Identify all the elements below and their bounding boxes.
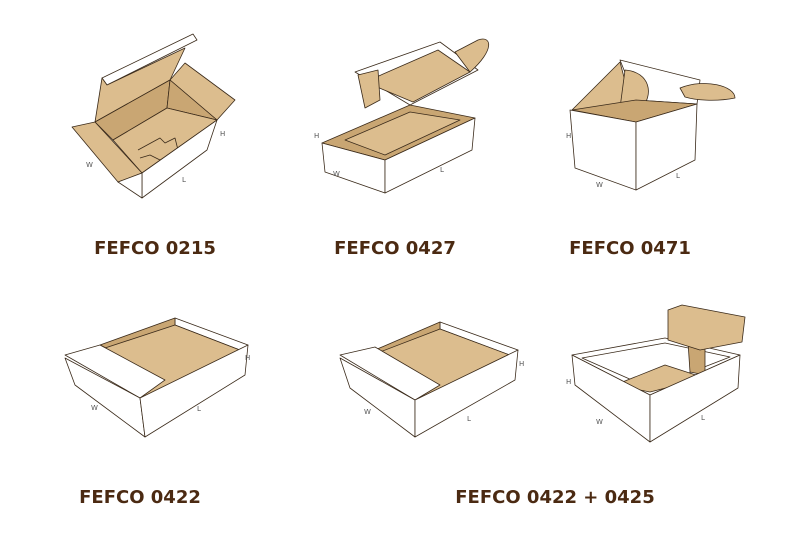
width-marker: W bbox=[333, 170, 340, 178]
width-marker: W bbox=[596, 418, 603, 426]
box-illustration-0425 bbox=[571, 304, 746, 443]
length-marker: L bbox=[197, 405, 201, 413]
box-illustration-0215 bbox=[71, 33, 236, 199]
box-label-0471: FEFCO 0471 bbox=[569, 238, 691, 259]
length-marker: L bbox=[701, 414, 705, 422]
length-marker: L bbox=[182, 176, 186, 184]
height-marker: H bbox=[314, 132, 320, 140]
box-label-0427: FEFCO 0427 bbox=[334, 238, 456, 259]
box-illustration-0422-b bbox=[339, 321, 519, 438]
box-illustration-0471 bbox=[569, 59, 736, 191]
height-marker: H bbox=[220, 130, 226, 138]
height-marker: H bbox=[566, 132, 572, 140]
width-marker: W bbox=[364, 408, 371, 416]
height-marker: H bbox=[566, 378, 572, 386]
width-marker: W bbox=[91, 404, 98, 412]
width-marker: W bbox=[596, 181, 603, 189]
box-label-0422: FEFCO 0422 bbox=[79, 487, 201, 508]
box-illustration-0422 bbox=[64, 317, 249, 438]
length-marker: L bbox=[440, 166, 444, 174]
width-marker: W bbox=[86, 161, 93, 169]
box-illustration-0427 bbox=[321, 38, 490, 194]
height-marker: H bbox=[245, 354, 251, 362]
box-label-0215: FEFCO 0215 bbox=[94, 238, 216, 259]
box-label-0422-0425: FEFCO 0422 + 0425 bbox=[455, 487, 655, 508]
length-marker: L bbox=[467, 415, 471, 423]
length-marker: L bbox=[676, 172, 680, 180]
height-marker: H bbox=[519, 360, 525, 368]
